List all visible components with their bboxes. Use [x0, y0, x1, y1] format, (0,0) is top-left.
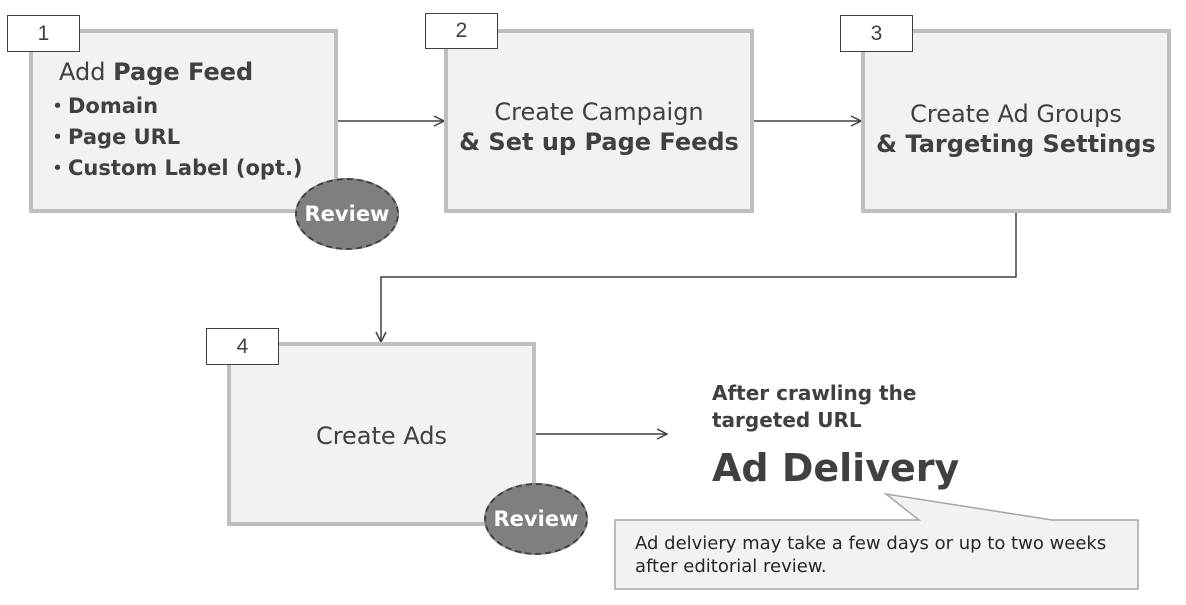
step-4-number: 4 — [206, 328, 279, 365]
step-1-title-bold: Page Feed — [113, 58, 254, 86]
review-badge-2: Review — [484, 483, 588, 555]
step-1-box: Add Page Feed ・Domain ・Page URL ・Custom … — [29, 29, 338, 213]
step-3-label: Create Ad Groups & Targeting Settings — [876, 100, 1156, 158]
review-badge-1: Review — [295, 178, 399, 250]
step-3-box: Create Ad Groups & Targeting Settings — [861, 29, 1171, 213]
step-2-label: Create Campaign & Set up Page Feeds — [459, 98, 739, 156]
delivery-note: Ad delviery may take a few days or up to… — [635, 533, 1107, 577]
step-2-box: Create Campaign & Set up Page Feeds — [444, 29, 754, 213]
bullet-page-url: ・Page URL — [47, 125, 181, 149]
step-4-label: Create Ads — [315, 422, 448, 450]
step-1-bullets: ・Domain ・Page URL ・Custom Label (opt.) — [47, 91, 303, 184]
step-3-number: 3 — [840, 15, 913, 52]
delivery-condition: After crawling the targeted URL — [712, 381, 917, 432]
callout-bubble — [614, 492, 1139, 590]
bullet-custom-label: ・Custom Label (opt.) — [47, 156, 303, 180]
ad-delivery-title: Ad Delivery — [712, 446, 960, 490]
step-1-number: 1 — [7, 15, 80, 52]
bullet-domain: ・Domain — [47, 94, 159, 118]
step-4-box: Create Ads — [227, 342, 536, 526]
step-2-number: 2 — [425, 13, 498, 49]
arrow-3-to-4 — [381, 213, 1017, 342]
step-1-title: Add Page Feed — [59, 58, 254, 86]
